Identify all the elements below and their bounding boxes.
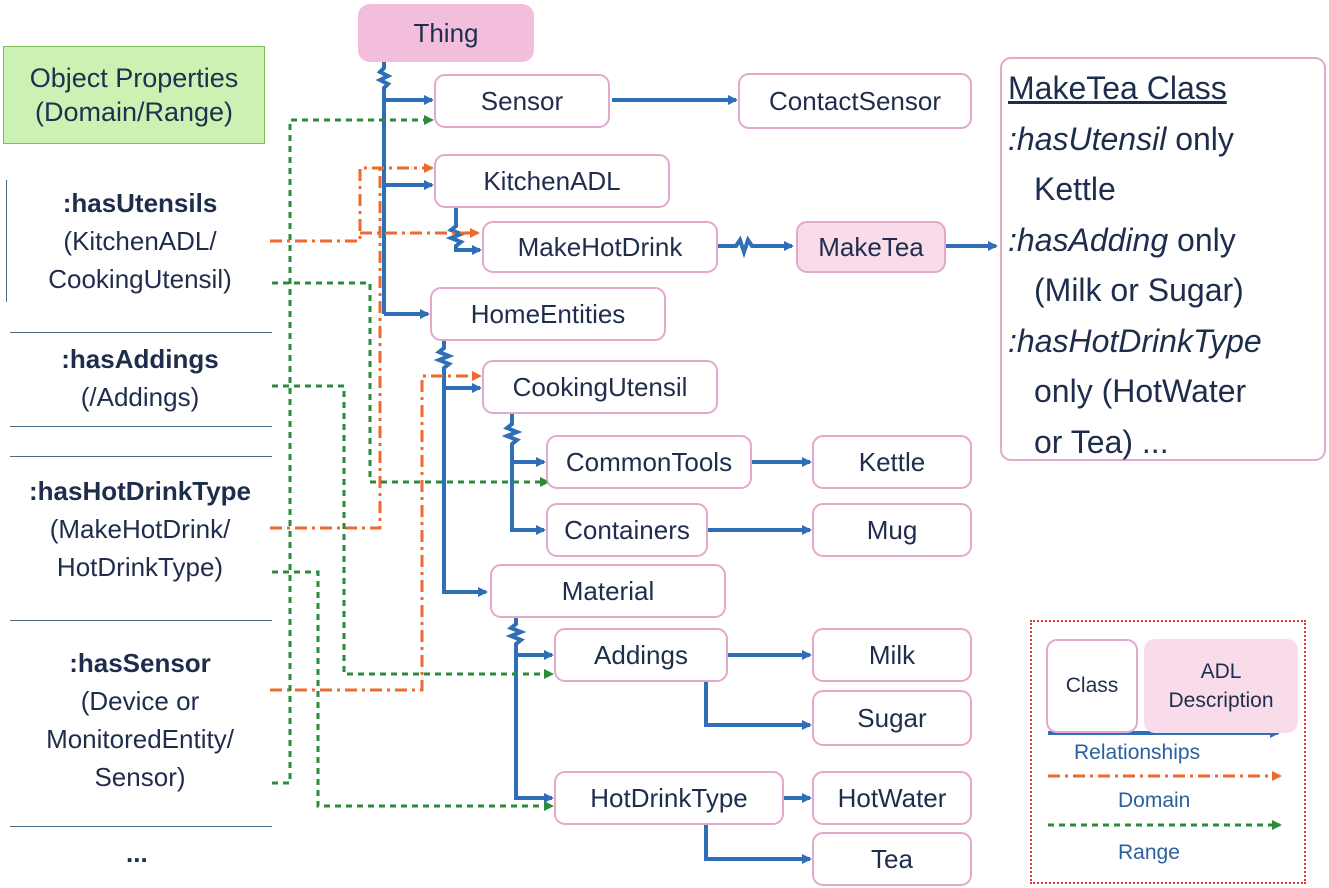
header-line-1: Object Properties	[29, 63, 239, 93]
property-name: :hasAddings	[61, 344, 219, 374]
property-name: :hasHotDrinkType	[1008, 322, 1262, 359]
object-properties-header: Object Properties (Domain/Range)	[3, 46, 265, 144]
property-detail: HotDrinkType)	[56, 552, 224, 582]
rel-addings-sugar	[704, 680, 812, 730]
range-hassensor	[272, 115, 434, 785]
property-detail: (Device or	[80, 686, 200, 716]
restriction-text: only	[1166, 120, 1234, 157]
class-homeentities: HomeEntities	[430, 287, 666, 341]
class-containers: Containers	[546, 503, 708, 557]
range-hasaddings	[272, 384, 554, 679]
class-mug: Mug	[812, 503, 972, 557]
left-border	[6, 180, 7, 302]
class-kettle: Kettle	[812, 435, 972, 489]
class-hotdrinktype: HotDrinkType	[554, 771, 784, 825]
property-detail: (MakeHotDrink/	[49, 514, 231, 544]
header-line-2: (Domain/Range)	[34, 97, 234, 127]
class-tea: Tea	[812, 832, 972, 886]
legend-relationships-label: Relationships	[1074, 741, 1201, 764]
class-thing: Thing	[358, 4, 534, 62]
property-name: :hasHotDrinkType	[29, 476, 251, 506]
domain-hasutensils	[270, 163, 434, 243]
legend-class-swatch: Class	[1046, 639, 1138, 733]
domain-lines	[270, 163, 482, 692]
property-detail: Sensor)	[94, 762, 186, 792]
maketea-line: (Milk or Sugar)	[1034, 272, 1244, 308]
maketea-line: :hasUtensil only	[1008, 114, 1324, 165]
domain-hashotdrinktype	[270, 168, 382, 530]
range-lines	[272, 115, 554, 811]
property-hashotdrinktype: :hasHotDrinkType (MakeHotDrink/ HotDrink…	[6, 472, 274, 586]
rel-kitchenadl-makehotdrink	[445, 208, 482, 255]
class-kitchenadl: KitchenADL	[434, 154, 670, 208]
maketea-line: only (HotWater	[1034, 373, 1247, 409]
divider	[10, 426, 272, 427]
rel-makehotdrink-maketea	[716, 235, 794, 259]
property-name: :hasUtensils	[62, 188, 218, 218]
relationship-lines	[375, 62, 998, 864]
restriction-text: only	[1168, 221, 1236, 258]
divider	[10, 456, 272, 457]
property-detail: CookingUtensil)	[48, 264, 232, 294]
maketea-line: :hasAdding only	[1008, 215, 1324, 266]
maketea-line: Kettle	[1034, 171, 1116, 207]
property-detail: MonitoredEntity/	[46, 724, 234, 754]
range-hashotdrinktype	[272, 570, 554, 811]
class-milk: Milk	[812, 628, 972, 682]
divider	[10, 620, 272, 621]
class-makehotdrink: MakeHotDrink	[482, 221, 718, 273]
property-detail: (KitchenADL/	[63, 226, 217, 256]
rel-homeentities-trunk	[433, 338, 488, 597]
legend-range-label: Range	[1118, 841, 1180, 864]
domain-hassensor	[270, 371, 482, 692]
rel-material-trunk	[505, 604, 554, 803]
property-name: :hasUtensil	[1008, 120, 1167, 157]
legend-adl-swatch: ADL Description	[1144, 639, 1298, 733]
rel-thing-trunk	[375, 62, 393, 314]
legend-arrows	[1048, 728, 1282, 830]
class-commontools: CommonTools	[546, 435, 752, 489]
range-hasutensils	[272, 281, 550, 487]
property-hassensor: :hasSensor (Device or MonitoredEntity/ S…	[6, 644, 274, 796]
legend-adl-label: Description	[1168, 689, 1274, 712]
property-name: :hasSensor	[69, 648, 211, 678]
property-hasaddings: :hasAddings (/Addings)	[6, 340, 274, 416]
maketea-line: or Tea) ...	[1034, 423, 1169, 460]
class-sensor: Sensor	[434, 74, 610, 128]
property-hasutensils: :hasUtensils (KitchenADL/ CookingUtensil…	[6, 184, 274, 298]
property-detail: (/Addings)	[80, 382, 200, 412]
rel-hotdrinktype-tea	[704, 822, 812, 864]
class-contactsensor: ContactSensor	[738, 73, 972, 129]
class-material: Material	[490, 564, 726, 618]
class-addings: Addings	[554, 628, 728, 682]
class-sugar: Sugar	[812, 690, 972, 746]
divider	[10, 332, 272, 333]
legend-domain-label: Domain	[1118, 789, 1191, 812]
class-hotwater: HotWater	[812, 771, 972, 825]
class-cookingutensil: CookingUtensil	[482, 360, 718, 414]
maketea-line: :hasHotDrinkType	[1008, 316, 1324, 367]
more-properties-ellipsis: ...	[126, 838, 148, 868]
legend-adl-label: ADL	[1200, 660, 1242, 683]
property-name: :hasAdding	[1008, 221, 1169, 258]
maketea-panel-title: MakeTea Class	[1008, 70, 1227, 106]
class-maketea: MakeTea	[796, 221, 946, 273]
legend: Class ADL Description Relationships Doma…	[1030, 620, 1306, 884]
maketea-class-panel: MakeTea Class :hasUtensil only Kettle :h…	[1000, 57, 1326, 461]
rel-cookingutensil-trunk	[501, 414, 546, 535]
divider	[10, 826, 272, 827]
